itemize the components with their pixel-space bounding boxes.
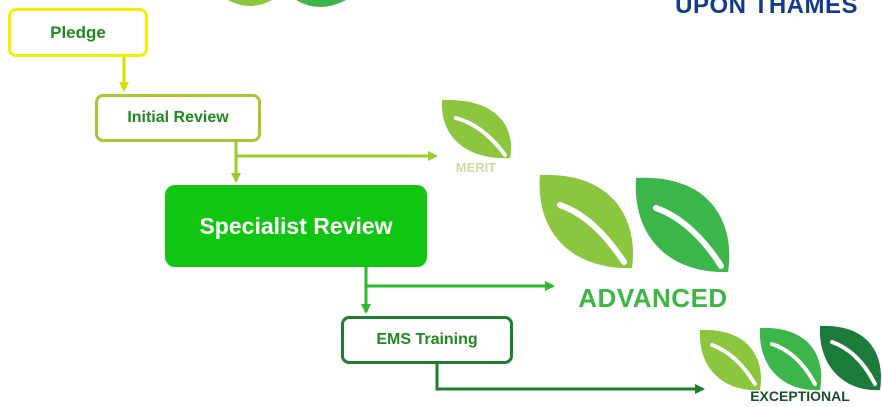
top-leaf-icon-partial: [228, 0, 346, 7]
ems-training-box: EMS Training: [341, 316, 513, 364]
pledge-box: Pledge: [8, 8, 148, 57]
specialist-review-box: Specialist Review: [165, 185, 427, 267]
arrow-ems-to-exceptional: [435, 364, 705, 394]
exceptional-label: EXCEPTIONAL: [750, 388, 850, 404]
initial-review-box: Initial Review: [95, 94, 261, 142]
merit-label: MERIT: [455, 160, 497, 175]
merit-leaf-icon: [441, 99, 512, 159]
exceptional-leaves-icon: [699, 325, 881, 391]
brand-text: UPON THAMES: [675, 0, 858, 19]
advanced-label: ADVANCED: [578, 283, 728, 313]
advanced-leaves-icon: [539, 174, 730, 273]
